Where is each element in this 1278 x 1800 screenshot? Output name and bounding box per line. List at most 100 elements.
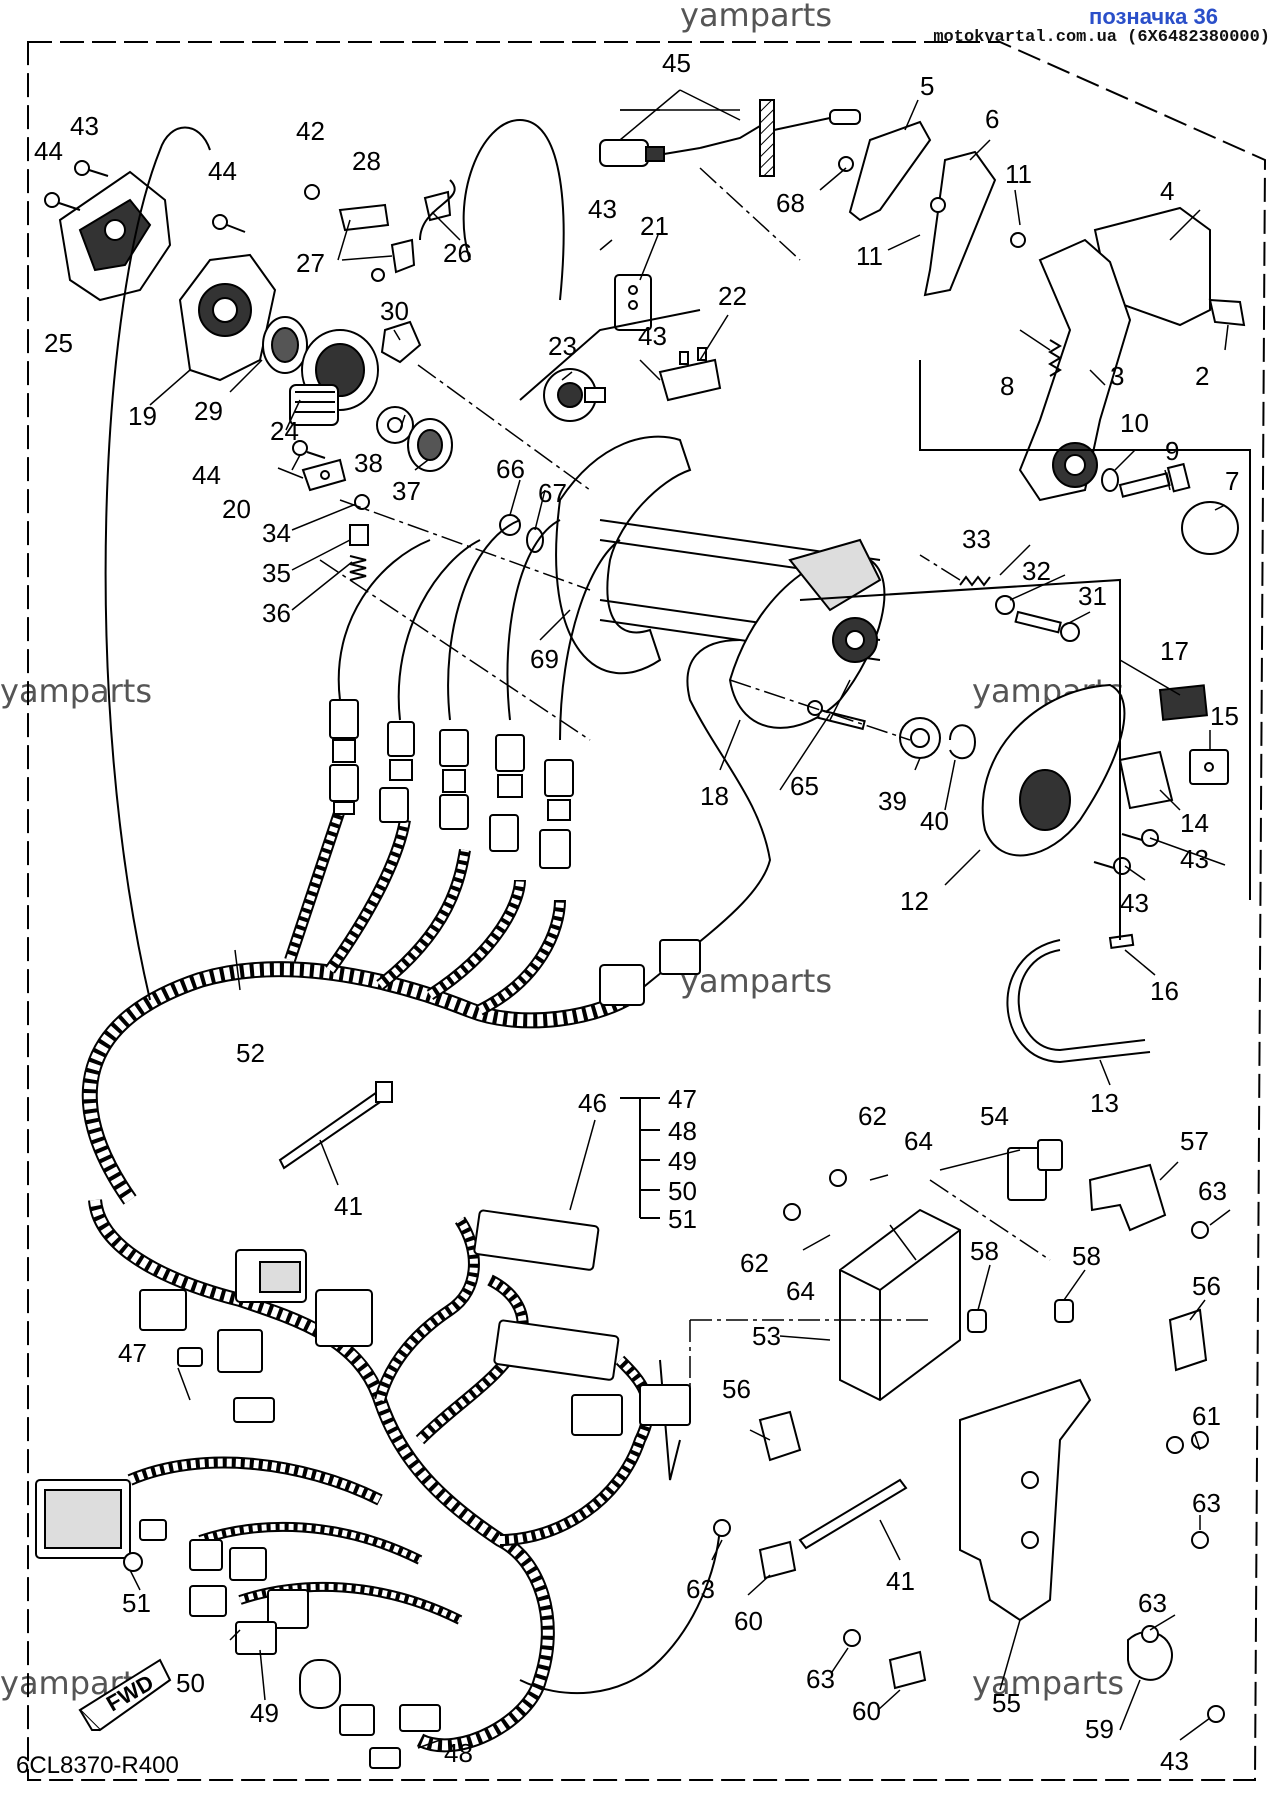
callout-12: 12 — [900, 886, 929, 916]
callout-2: 2 — [1195, 361, 1209, 391]
callout-numbers: 2 3 4 5 6 7 8 9 10 11 11 12 13 14 15 16 … — [34, 48, 1239, 1776]
screw-44 — [44, 192, 326, 459]
bracket-57 — [1088, 1163, 1167, 1232]
harness-52 — [81, 778, 645, 1205]
callout-44b: 44 — [208, 156, 237, 186]
cover-6 — [923, 150, 997, 297]
callout-63b: 63 — [1192, 1488, 1221, 1518]
bracket-56-left — [758, 1410, 802, 1462]
switch-21 — [614, 274, 652, 331]
screw-43-right — [1093, 829, 1159, 875]
bolt-31 — [1014, 610, 1080, 642]
callout-34: 34 — [262, 518, 291, 548]
callout-46: 46 — [578, 1088, 607, 1118]
callout-36: 36 — [262, 598, 291, 628]
callout-64a: 64 — [904, 1126, 933, 1156]
callout-41b: 41 — [886, 1566, 915, 1596]
callout-69: 69 — [530, 644, 559, 674]
callout-63d: 63 — [1138, 1588, 1167, 1618]
wire-runs-upper — [104, 118, 772, 1001]
callout-6: 6 — [985, 104, 999, 134]
screws-11-68 — [838, 156, 1026, 248]
callout-43f: 43 — [1160, 1746, 1189, 1776]
callout-56b: 56 — [722, 1374, 751, 1404]
gear-24 — [289, 329, 379, 426]
callout-25: 25 — [44, 328, 73, 358]
callout-51: 51 — [122, 1588, 151, 1618]
callout-38: 38 — [354, 448, 383, 478]
housing-cover-25 — [58, 170, 172, 302]
callout-32: 32 — [1022, 556, 1051, 586]
switch-27 — [371, 238, 416, 282]
callout-60a: 60 — [734, 1606, 763, 1636]
watermark: yamparts — [680, 0, 833, 34]
callout-43e: 43 — [1120, 888, 1149, 918]
callout-54: 54 — [980, 1101, 1009, 1131]
callout-65: 65 — [790, 771, 819, 801]
control-lever-3 — [1018, 238, 1132, 502]
callout-8: 8 — [1000, 371, 1014, 401]
callout-4: 4 — [1160, 176, 1174, 206]
callout-20: 20 — [222, 494, 251, 524]
group-item-49: 49 — [668, 1146, 697, 1176]
ecu-53 — [839, 1208, 961, 1402]
spring-33 — [959, 575, 991, 587]
callout-30: 30 — [380, 296, 409, 326]
watermark: yamparts — [0, 672, 153, 710]
clip-16 — [1108, 933, 1135, 950]
callout-66: 66 — [496, 454, 525, 484]
assembly-brackets — [519, 309, 1251, 940]
cable-tie-41 — [278, 1081, 393, 1170]
grommets-58 — [967, 1299, 1074, 1333]
callout-23: 23 — [548, 331, 577, 361]
callout-63e: 63 — [806, 1664, 835, 1694]
callout-45: 45 — [662, 48, 691, 78]
callout-59: 59 — [1085, 1714, 1114, 1744]
callout-62b: 62 — [740, 1248, 769, 1278]
assembly-border — [27, 41, 1267, 1781]
spring-8 — [1048, 339, 1062, 377]
callout-33: 33 — [962, 524, 991, 554]
housing-18 — [728, 538, 886, 729]
main-bracket-69 — [555, 435, 692, 675]
bracket-20 — [301, 458, 347, 492]
callout-28: 28 — [352, 146, 381, 176]
callout-40: 40 — [920, 806, 949, 836]
callout-61: 61 — [1192, 1401, 1221, 1431]
bracket-55 — [959, 1378, 1092, 1622]
callout-5: 5 — [920, 71, 934, 101]
group-item-50: 50 — [668, 1176, 697, 1206]
callout-31: 31 — [1078, 581, 1107, 611]
callout-50: 50 — [176, 1668, 205, 1698]
callout-11a: 11 — [1005, 159, 1032, 189]
diagram-label: позначка 36 — [1089, 4, 1218, 29]
diagram-code: 6CL8370-R400 — [16, 1752, 179, 1779]
washer-10 — [1101, 468, 1119, 492]
callout-37: 37 — [392, 476, 421, 506]
cam-30 — [380, 320, 422, 364]
callout-53: 53 — [752, 1321, 781, 1351]
callout-17: 17 — [1160, 636, 1189, 666]
callout-16: 16 — [1150, 976, 1179, 1006]
fwd-arrow — [78, 1658, 172, 1732]
source-site: motokvartal.com.ua (6X6482380000) — [933, 28, 1270, 47]
callout-11b: 11 — [856, 241, 883, 271]
callout-27: 27 — [296, 248, 325, 278]
callout-29: 29 — [194, 396, 223, 426]
callout-49: 49 — [250, 1698, 279, 1728]
upper-connectors — [329, 699, 701, 1006]
group-bracket-46 — [620, 1097, 660, 1219]
bearing-29 — [262, 316, 308, 374]
ball-34 — [354, 494, 370, 510]
callout-9: 9 — [1165, 436, 1179, 466]
spring-36 — [349, 555, 367, 581]
plate-14 — [1118, 750, 1174, 810]
clips-60 — [758, 1540, 927, 1690]
callout-43d: 43 — [1180, 844, 1209, 874]
callout-10: 10 — [1120, 408, 1149, 438]
cover-12 — [981, 683, 1126, 857]
callout-13: 13 — [1090, 1088, 1119, 1118]
callout-63c: 63 — [686, 1574, 715, 1604]
harness-lower — [88, 1198, 721, 1753]
